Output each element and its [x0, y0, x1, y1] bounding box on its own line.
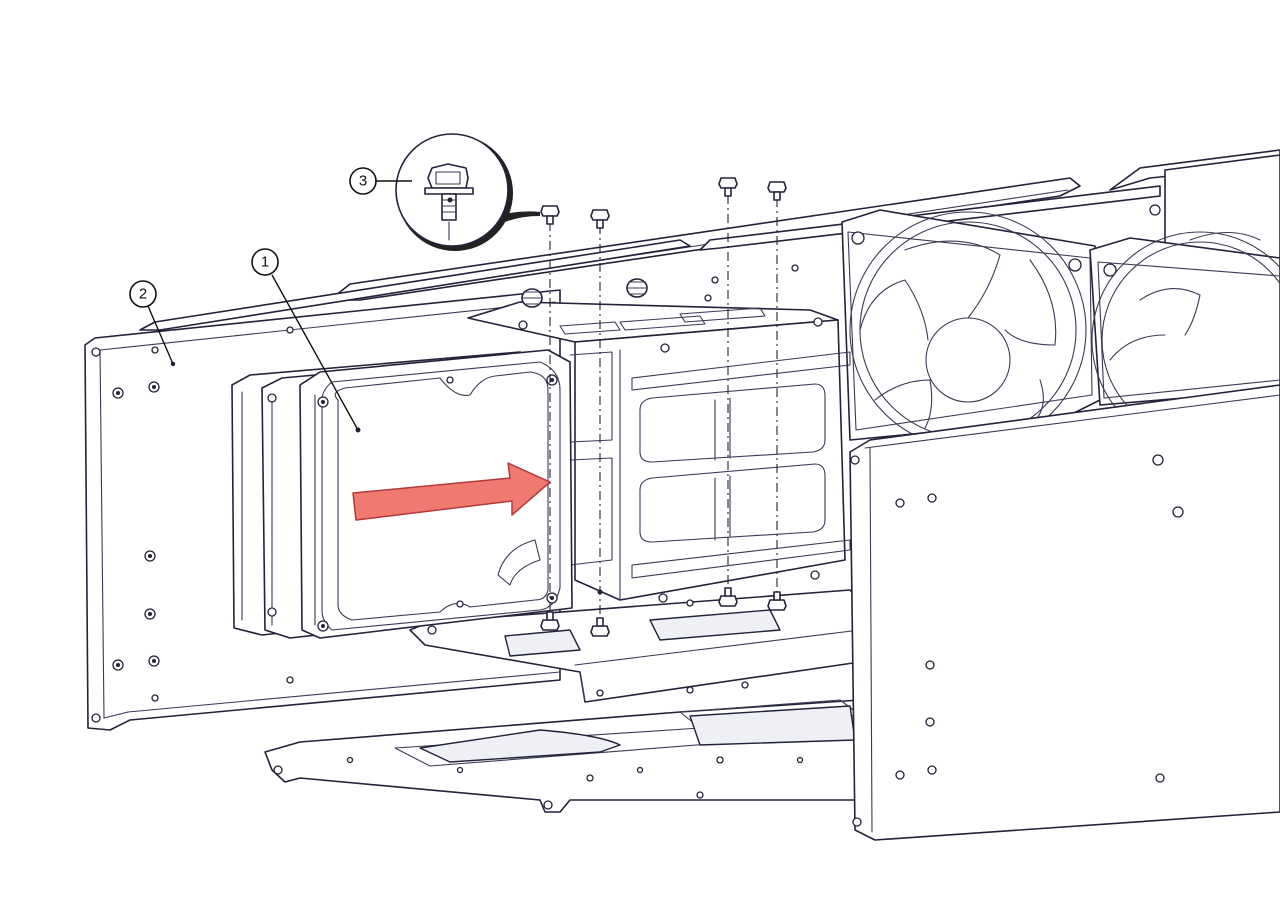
callout-1: 1	[251, 248, 359, 431]
base-tray	[264, 699, 861, 813]
screw-icon	[590, 209, 610, 229]
callout-3-label: 3	[359, 173, 367, 190]
screw-icon	[767, 591, 787, 611]
fan-right	[1089, 231, 1280, 449]
callout-2-label: 2	[139, 286, 147, 303]
screw-icon	[540, 611, 560, 631]
callout-2: 2	[129, 280, 174, 365]
front-right-panel	[849, 384, 1280, 841]
screw-icon	[424, 163, 474, 241]
callout-3: 3	[349, 167, 412, 195]
screw-icon	[718, 177, 738, 197]
screw-icon	[767, 181, 787, 201]
lower-shelf	[409, 589, 861, 703]
screw-icon	[590, 617, 610, 637]
fan-left	[841, 209, 1101, 449]
screw-detail-magnifier	[395, 133, 540, 251]
screw-icon	[540, 205, 560, 225]
callout-1-label: 1	[261, 254, 269, 271]
screw-icon	[718, 587, 738, 607]
insertion-direction-arrow	[352, 462, 551, 521]
screw-set	[540, 177, 787, 637]
